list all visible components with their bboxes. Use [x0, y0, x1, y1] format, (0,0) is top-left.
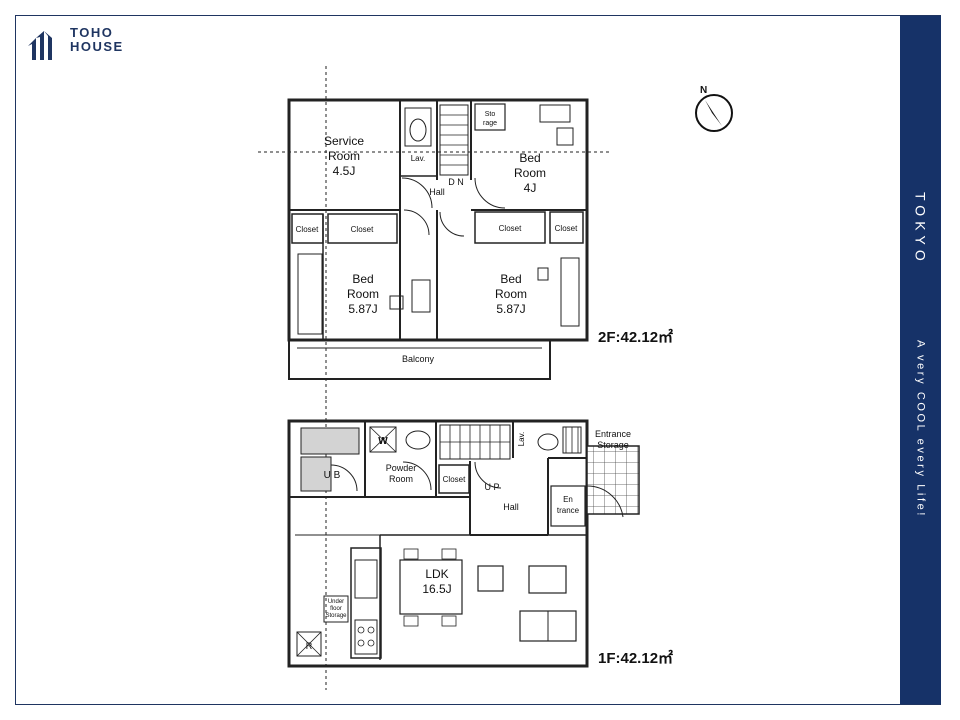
- storage-2f-label: Sto: [485, 111, 496, 118]
- floor-2-labels: Service Room 4.5J Bed Room 4J Bed Room 5…: [296, 111, 578, 364]
- bed-room-east-label: Bed: [500, 272, 521, 286]
- floor-1-plan: [287, 400, 640, 690]
- bed-room-west-size: 5.87J: [348, 302, 377, 316]
- balcony-outline: [288, 339, 551, 380]
- floor-1-labels: U B W Powder Room Closet U P Hall Lav. E…: [306, 429, 631, 651]
- brand-line1: TOHO: [70, 25, 114, 40]
- balcony-label: Balcony: [402, 354, 435, 364]
- under-floor-storage-label-3: Storage: [325, 613, 347, 619]
- service-room-label-2: Room: [328, 149, 360, 163]
- storage-2f-label-2: rage: [483, 120, 497, 127]
- bed-room-4j-label-2: Room: [514, 166, 546, 180]
- powder-room-label: Powder: [386, 463, 417, 473]
- toho-house-logo-icon: [28, 31, 52, 60]
- entrance-porch-tiles: [586, 445, 640, 515]
- compass-ring: [695, 94, 733, 132]
- entrance-storage-label: Entrance: [595, 429, 631, 439]
- bed-room-east-label-2: Room: [495, 287, 527, 301]
- closet-2f-b-outline: [327, 213, 398, 244]
- floor-plan: N: [258, 66, 733, 690]
- brand-line2: HOUSE: [70, 39, 124, 54]
- closet-2f-d-label: Closet: [555, 224, 578, 233]
- hall-2f-label: Hall: [429, 187, 445, 197]
- under-floor-storage-label-2: floor: [330, 606, 342, 612]
- compass-north-label: N: [700, 85, 707, 96]
- bed-room-east-size: 5.87J: [496, 302, 525, 316]
- under-floor-storage-label: Under: [328, 599, 344, 605]
- compass-needle-icon: [705, 100, 722, 126]
- lav-2f-label: Lav.: [411, 154, 426, 163]
- closet-2f-a-label: Closet: [296, 225, 319, 234]
- washer-label: W: [378, 436, 388, 447]
- entrance-storage-label-2: Storage: [597, 440, 629, 450]
- service-room-label: Service: [324, 134, 364, 148]
- compass: N: [695, 85, 733, 132]
- service-room-size: 4.5J: [333, 164, 356, 178]
- floor-1-area-label: 1F:42.12㎡: [598, 650, 674, 667]
- closet-2f-b-label: Closet: [351, 225, 374, 234]
- lav-1f-label: Lav.: [517, 432, 526, 447]
- floor-1-outline: [287, 419, 589, 668]
- bed-room-west-label: Bed: [352, 272, 373, 286]
- up-stairs-label: U P: [484, 482, 499, 492]
- closet-2f-c-outline: [474, 211, 546, 244]
- floor-2-plan: [258, 66, 612, 400]
- ldk-label: LDK: [425, 567, 448, 581]
- entrance-label: En: [563, 495, 573, 504]
- down-stairs-label: D N: [448, 177, 464, 187]
- hall-1f-label: Hall: [503, 502, 519, 512]
- sidebar-slogan: A very COOL every Life!: [914, 340, 927, 518]
- sidebar-city: TOKYO: [912, 192, 929, 266]
- sidebar: TOKYO A very COOL every Life!: [900, 16, 941, 704]
- ldk-size: 16.5J: [422, 582, 451, 596]
- closet-1f-label: Closet: [443, 475, 466, 484]
- powder-room-label-2: Room: [389, 474, 413, 484]
- entrance-label-2: trance: [557, 506, 580, 515]
- brand-name: TOHO HOUSE: [70, 26, 124, 54]
- unit-bath-label: U B: [324, 470, 341, 481]
- closet-2f-c-label: Closet: [499, 224, 522, 233]
- closet-2f-d-outline: [549, 211, 584, 244]
- refrigerator-label: R: [306, 641, 313, 651]
- bathtub: [300, 427, 360, 455]
- floor-2-area-label: 2F:42.12㎡: [598, 329, 674, 346]
- bed-room-4j-size: 4J: [524, 181, 537, 195]
- bed-room-west-label-2: Room: [347, 287, 379, 301]
- bed-room-4j-label: Bed: [519, 151, 540, 165]
- brand-logo: TOHO HOUSE: [26, 26, 146, 62]
